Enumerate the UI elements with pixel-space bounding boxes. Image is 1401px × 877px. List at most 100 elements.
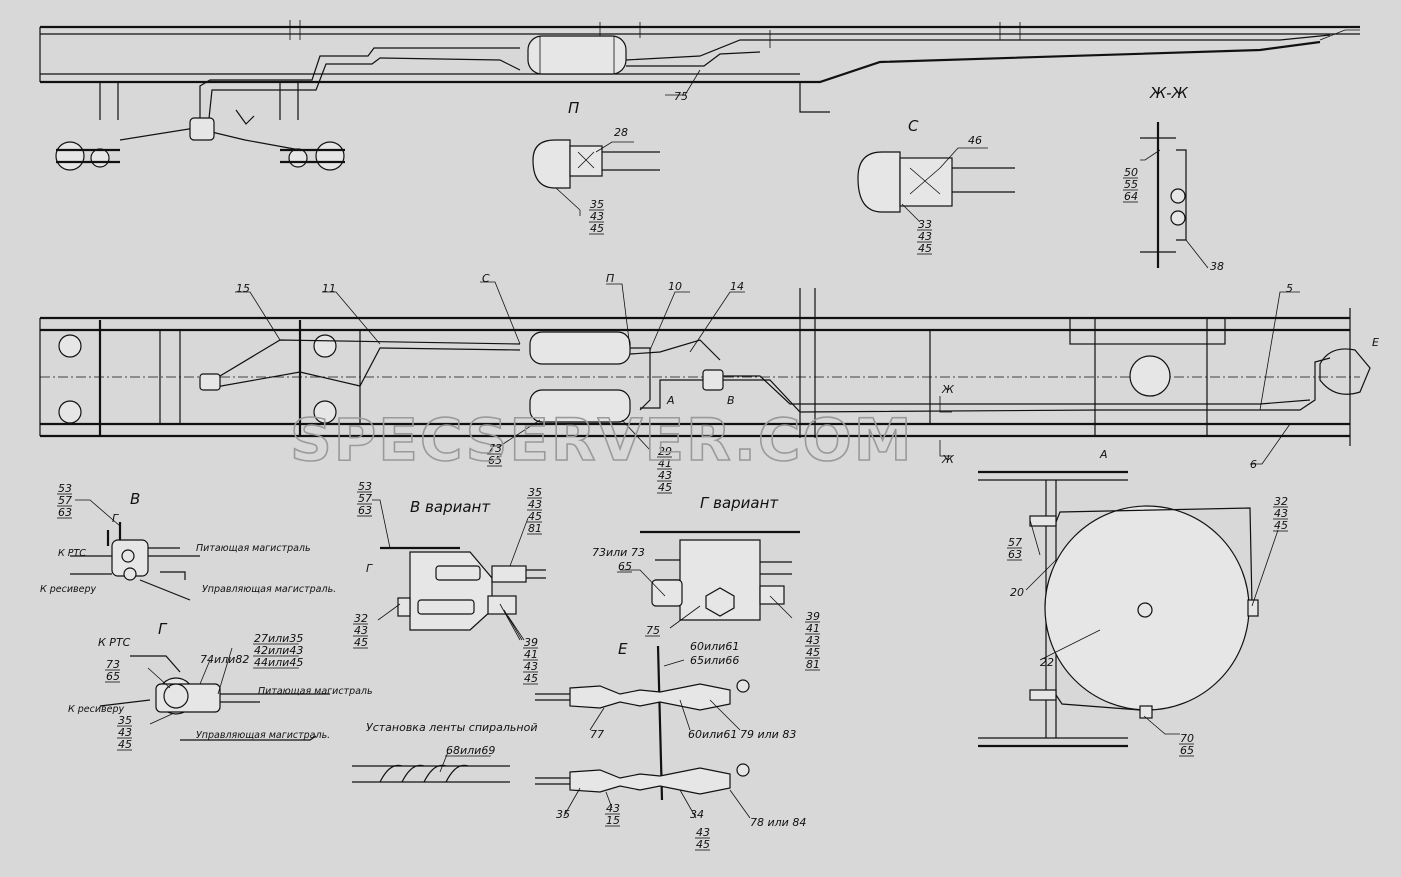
ann-k-rts-2: К РТС xyxy=(98,636,131,649)
ann-k-resiveru-1: К ресиверу xyxy=(40,584,97,595)
view-v xyxy=(70,522,200,601)
stack-r57-item: 57 xyxy=(1008,536,1022,549)
title-view-s: С xyxy=(908,117,919,135)
stack-g35-item: 35 xyxy=(118,714,132,727)
stack-vv39-item: 45 xyxy=(524,672,538,685)
callout-65ili66: 65или66 xyxy=(690,654,739,667)
view-g xyxy=(99,655,330,741)
view-e xyxy=(535,645,750,801)
ann-upravl-1: Управляющая магистраль. xyxy=(202,584,336,595)
stack-g27-item: 44или45 xyxy=(254,656,303,669)
callouts: 75 28 46 38 15 11 С П 10 14 5 6 20 22 77… xyxy=(200,90,1293,829)
callout-75: 75 xyxy=(674,90,688,103)
view-g-variant xyxy=(640,530,800,621)
stack-g35-item: 45 xyxy=(118,738,132,751)
stack-vv53-item: 57 xyxy=(358,492,372,505)
stack-g73-item: 65 xyxy=(106,670,120,683)
stack-v53-item: 57 xyxy=(58,494,72,507)
callout-46: 46 xyxy=(968,134,982,147)
stack-g35-item: 43 xyxy=(118,726,132,739)
view-s xyxy=(857,151,1015,213)
stack-gv65-item: 65 xyxy=(618,560,632,573)
mark-e-right: Е xyxy=(1372,336,1379,349)
stack-gv39-item: 41 xyxy=(806,622,820,635)
callout-60ili61-top: 60или61 xyxy=(690,640,739,653)
title-view-zh: Ж-Ж xyxy=(1149,84,1189,102)
callout-79ili83: 79 или 83 xyxy=(740,728,796,741)
stack-zh50-item: 55 xyxy=(1124,178,1138,191)
stack-vv39-item: 41 xyxy=(524,648,538,661)
stack-g73-item: 73 xyxy=(106,658,120,671)
air-receiver-side xyxy=(527,35,627,75)
air-receiver-bottom xyxy=(529,389,631,423)
stack-vv35-item: 81 xyxy=(528,522,542,535)
stack-gv75-item: 75 xyxy=(646,624,660,637)
receiver-front xyxy=(978,470,1259,748)
mark-a: А xyxy=(666,394,675,407)
callout-74ili82: 74или82 xyxy=(200,653,249,666)
brake-valve-plan xyxy=(199,373,221,391)
title-view-v-variant: В вариант xyxy=(410,498,491,516)
callout-15: 15 xyxy=(236,282,250,295)
brake-valve-side xyxy=(189,117,215,141)
callout-35-e: 35 xyxy=(556,808,570,821)
title-view-p: П xyxy=(568,99,579,117)
stack-vv39-item: 43 xyxy=(524,660,538,673)
stack-zh50-item: 64 xyxy=(1124,190,1138,203)
stack-v53-item: 53 xyxy=(58,482,72,495)
ann-k-rts-1: К РТС xyxy=(58,548,86,559)
stack-gv39-item: 43 xyxy=(806,634,820,647)
callout-14: 14 xyxy=(730,280,744,293)
stack-vv35-item: 35 xyxy=(528,486,542,499)
stack-a73-item: 65 xyxy=(488,454,502,467)
stack-spiral-item: 68или69 xyxy=(446,744,495,757)
callout-20: 20 xyxy=(1010,586,1024,599)
stack-r32-item: 43 xyxy=(1274,507,1288,520)
callout-34: 34 xyxy=(690,808,704,821)
callout-6: 6 xyxy=(1250,458,1257,471)
stack-r70-item: 65 xyxy=(1180,744,1194,757)
mark-v: В xyxy=(727,394,735,407)
stack-e43b-item: 45 xyxy=(696,838,710,851)
stack-p35-item: 35 xyxy=(590,198,604,211)
stack-zh50-item: 50 xyxy=(1124,166,1138,179)
title-view-g-variant: Г вариант xyxy=(700,494,779,512)
title-view-e: Е xyxy=(618,640,628,658)
mark-g-variant: Г xyxy=(366,562,373,575)
title-spiral: Установка ленты спиральной xyxy=(366,721,537,734)
callout-10: 10 xyxy=(668,280,682,293)
view-p xyxy=(532,139,660,189)
callout-60ili61-bot: 60или61 xyxy=(688,728,737,741)
air-receiver-top xyxy=(529,331,631,365)
stack-e43-item: 43 xyxy=(606,802,620,815)
ann-upravl-2: Управляющая магистраль. xyxy=(196,730,330,741)
stack-a29-item: 43 xyxy=(658,469,672,482)
stack-a29-item: 45 xyxy=(658,481,672,494)
stack-r32-item: 32 xyxy=(1274,495,1288,508)
stack-gv39-item: 39 xyxy=(806,610,820,623)
mark-g-small: Г xyxy=(112,512,119,525)
stack-s33-item: 43 xyxy=(918,230,932,243)
stack-a73-item: 73 xyxy=(488,442,502,455)
leader-lines xyxy=(75,69,1300,819)
callout-p: П xyxy=(606,272,614,285)
stack-gv75: 75 xyxy=(645,624,660,637)
stack-g27-item: 42или43 xyxy=(254,644,303,657)
stack-vv32-item: 43 xyxy=(354,624,368,637)
